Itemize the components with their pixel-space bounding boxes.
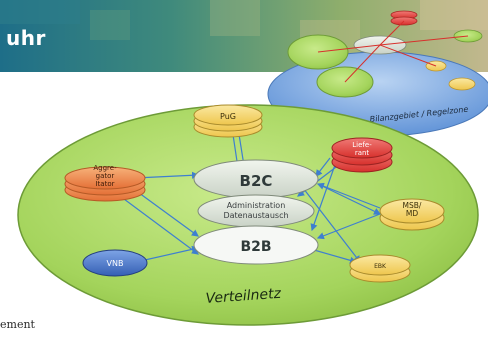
node-ebk-label: EBK: [374, 263, 387, 270]
node-b2c: B2C: [193, 159, 319, 199]
label-line: Administration: [227, 201, 286, 210]
bilanzgebiet-zone: Bilanzgebiet / Regelzone: [267, 10, 488, 137]
node-vnb-label: VNB: [107, 259, 124, 268]
footer-text: ement: [0, 318, 35, 331]
page-title: uhr: [6, 26, 46, 50]
node-vnb: VNB: [82, 249, 148, 277]
verteilnetz-label: Verteilnetz: [205, 286, 282, 307]
node-lieferant: Liefe-rant: [331, 137, 393, 173]
node-b2b-label: B2B: [240, 239, 271, 255]
label-line: Aggre-: [93, 164, 117, 172]
label-line: gator: [96, 172, 115, 180]
label-line: MSB/: [403, 201, 422, 210]
label-line: rant: [355, 149, 370, 157]
label-line: Liefe-: [352, 141, 372, 149]
node-msb: MSB/MD: [379, 198, 445, 231]
node-lieferant-label: Liefe-rant: [352, 141, 372, 157]
node-b2c-label: B2C: [240, 172, 273, 190]
label-line: Datenaustausch: [223, 211, 288, 220]
node-msb-label: MSB/MD: [403, 201, 422, 218]
node-pug-label: PuG: [220, 112, 236, 121]
label-line: Itator: [95, 180, 114, 188]
node-ebk: EBK: [349, 254, 411, 283]
node-b2b: B2B: [193, 225, 319, 265]
node-pug: PuG: [193, 104, 263, 138]
label-line: MD: [406, 209, 418, 218]
